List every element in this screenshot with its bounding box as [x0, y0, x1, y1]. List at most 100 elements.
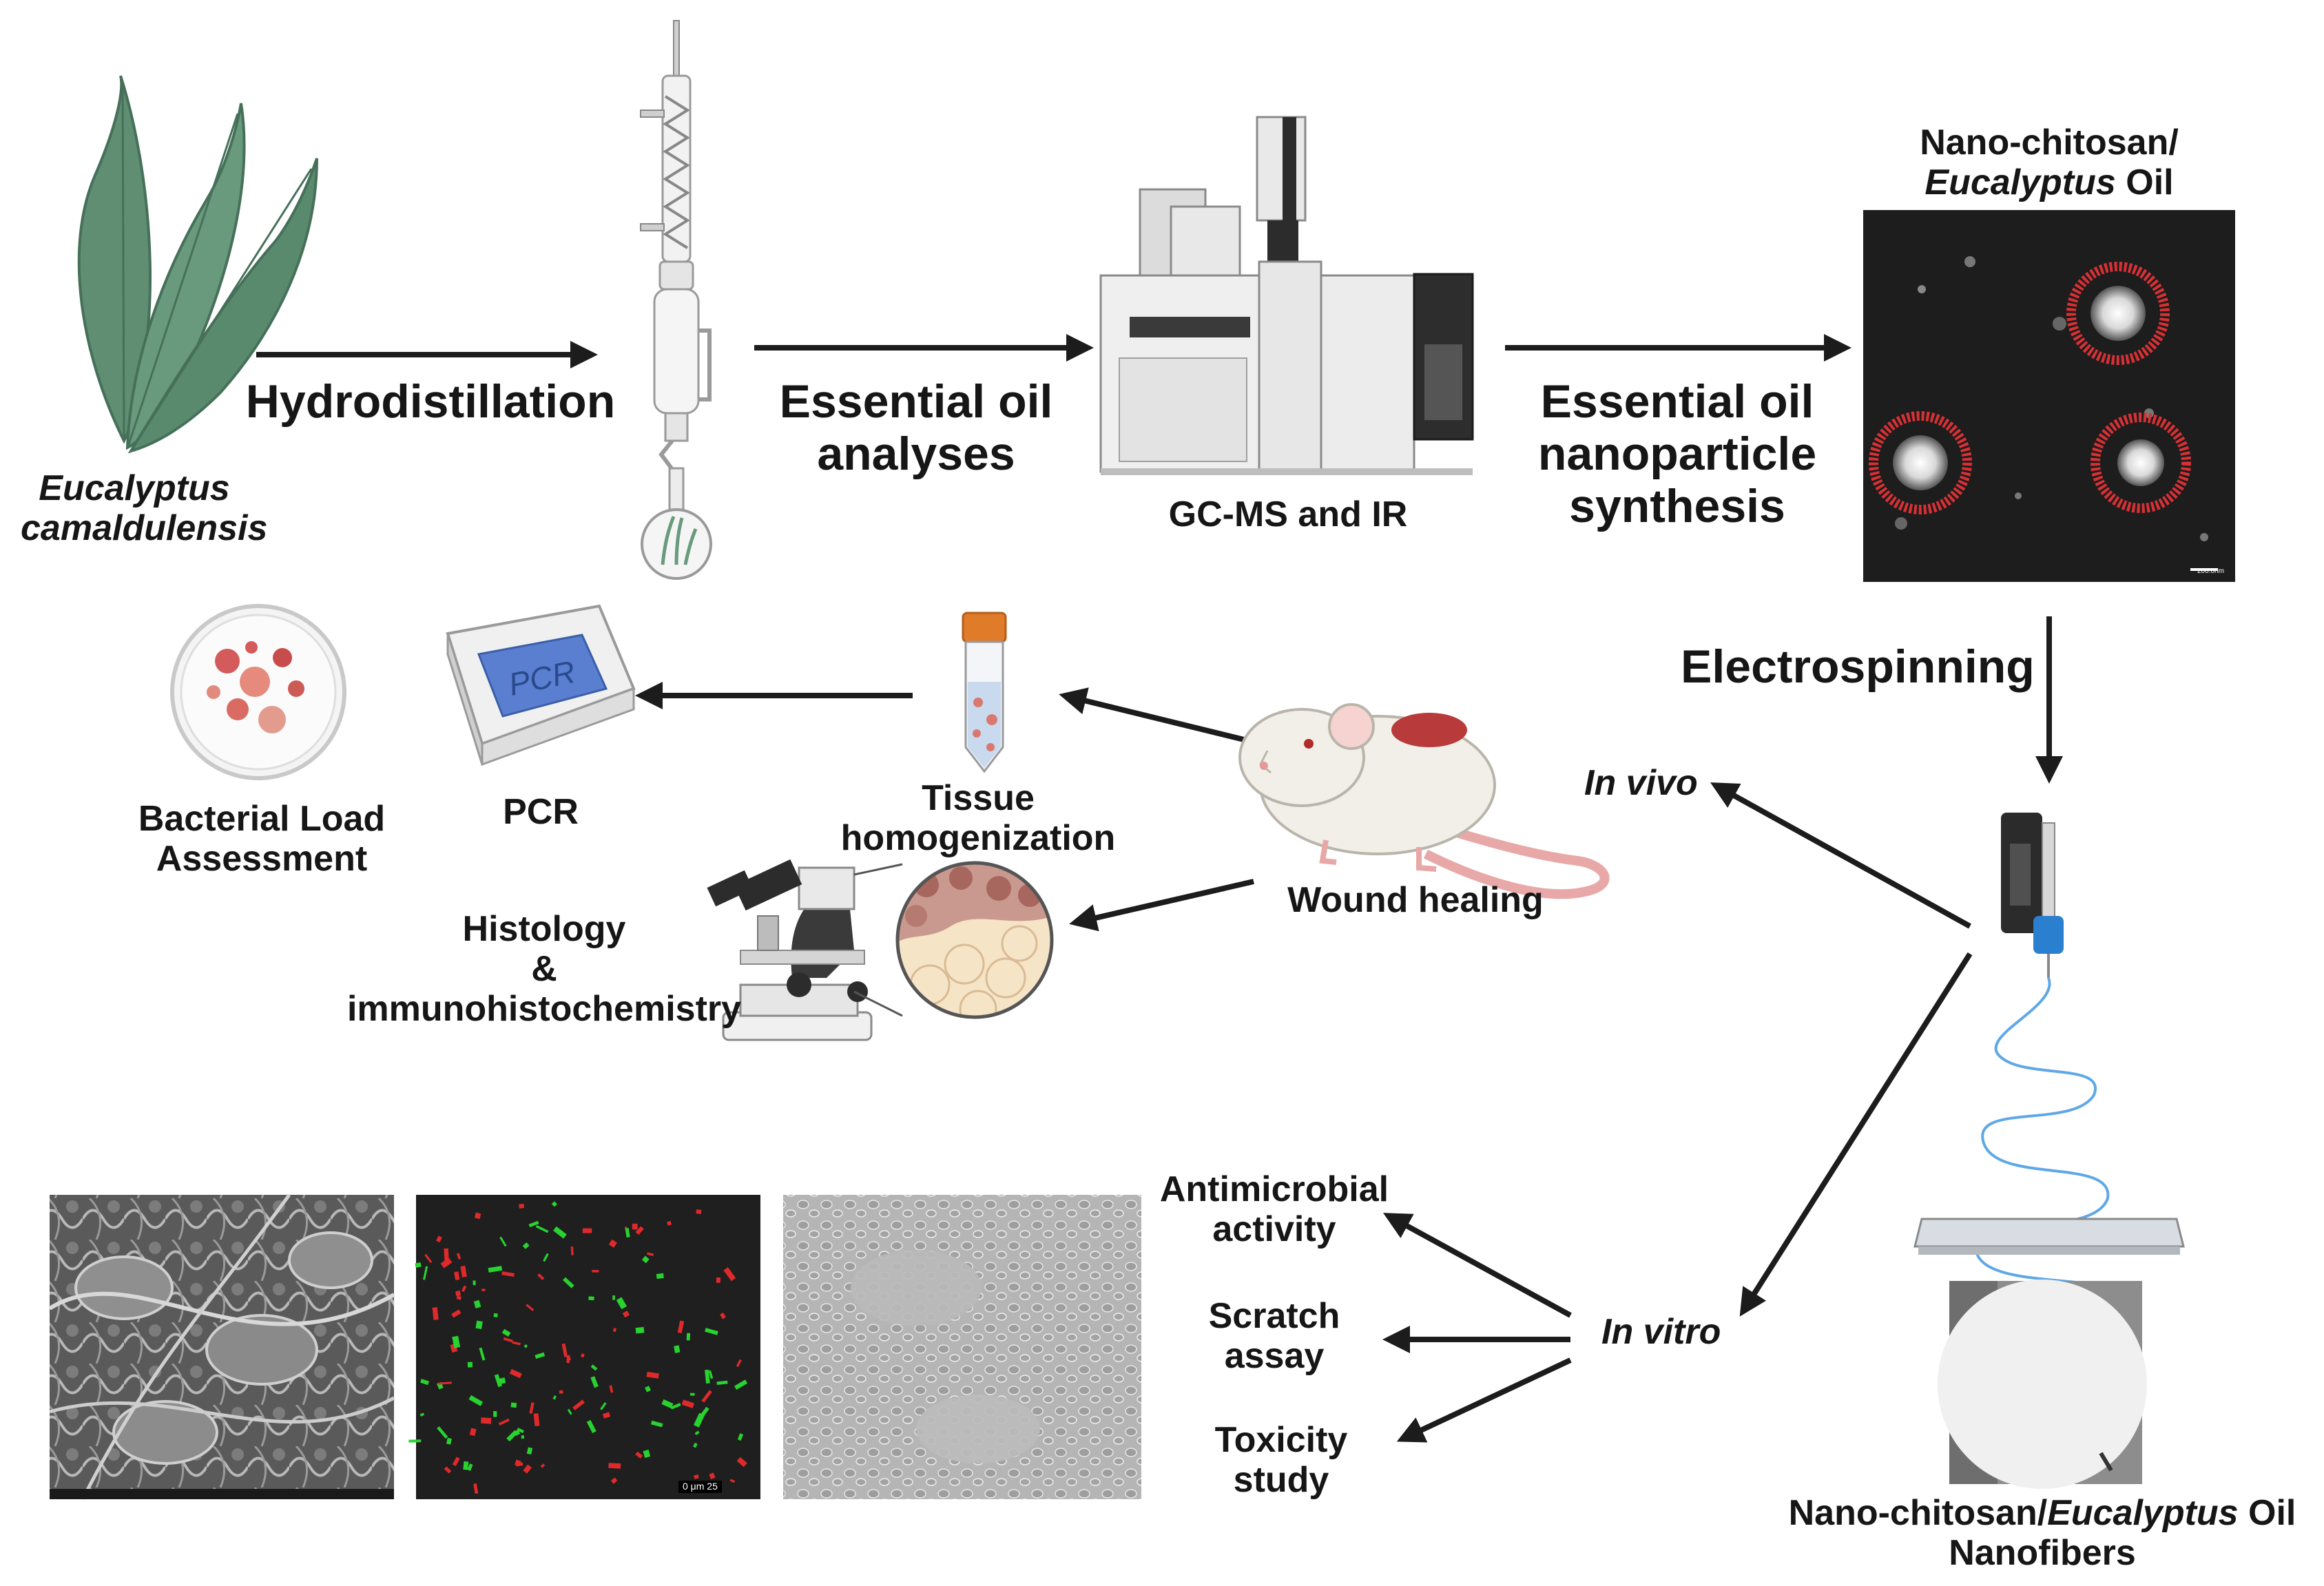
histology-label-line2: &: [531, 949, 557, 990]
arrow-in-vivo: [1710, 782, 1971, 929]
stained-cell: [647, 1252, 654, 1257]
stained-cell: [526, 1447, 533, 1455]
nanoparticle-title-line2: Eucalyptus Oil: [1863, 163, 2235, 202]
stained-cell: [734, 1379, 748, 1390]
stained-cell: [616, 1297, 627, 1310]
nanofibers-label-line1: Nano-chitosan/Eucalyptus Oil: [1763, 1493, 2321, 1533]
stained-cell: [461, 1285, 467, 1293]
electrospinning-device-icon: [1913, 813, 2185, 1350]
stained-cell: [510, 1402, 517, 1408]
gcms-label: GC-MS and IR: [1168, 494, 1408, 534]
stained-cell: [689, 1392, 695, 1396]
stained-cell: [705, 1369, 710, 1384]
stained-cell: [456, 1295, 462, 1300]
stained-cell: [415, 1262, 422, 1268]
stained-cell: [522, 1242, 530, 1249]
toxicity-label-line1: Toxicity: [1214, 1420, 1348, 1460]
mouse-icon: [1238, 703, 1610, 899]
stained-cell: [670, 1403, 681, 1410]
stained-cell: [696, 1209, 702, 1214]
stained-cell: [537, 1273, 545, 1280]
stained-cell: [523, 1464, 532, 1474]
microscope-icon: [707, 859, 903, 1041]
stained-cell: [494, 1374, 502, 1388]
stained-cell: [526, 1304, 535, 1311]
histology-label-line1: Histology: [462, 909, 626, 949]
stained-cell: [693, 1442, 698, 1448]
stained-cell: [499, 1377, 506, 1384]
nanoparticle-tem-image: [1863, 210, 2235, 582]
stained-cell: [452, 1457, 460, 1467]
stained-cell: [451, 1309, 461, 1318]
stained-cell: [551, 1201, 557, 1207]
stained-cell: [488, 1266, 503, 1273]
arrow-histology: [1069, 879, 1254, 932]
stained-cell: [456, 1253, 461, 1260]
stained-cell: [515, 1462, 523, 1467]
stained-cell: [736, 1457, 747, 1468]
tissue-label-line2: homogenization: [840, 818, 1116, 859]
stained-cell: [481, 1417, 492, 1424]
eucalyptus-leaves-icon: [77, 75, 318, 454]
stained-cell: [716, 1277, 721, 1283]
stained-cell: [535, 1352, 546, 1359]
stained-cell: [625, 1228, 630, 1238]
stained-cell: [408, 1439, 422, 1443]
stained-cell: [612, 1328, 617, 1333]
nanofiber-photo: [1938, 1280, 2147, 1489]
toxicity-label-line2: study: [1233, 1460, 1329, 1501]
stained-cell: [552, 1395, 557, 1400]
species-label-epithet: camaldulensis: [21, 508, 268, 549]
stained-cell: [572, 1399, 585, 1410]
stained-cell: [588, 1296, 594, 1301]
stained-cell: [643, 1450, 651, 1459]
confocal-scale-label: 0 μm 25: [678, 1481, 722, 1493]
nanofibers-label: Nano-chitosan/Eucalyptus Oil Nanofibers: [1763, 1493, 2321, 1573]
stained-cell: [656, 1273, 664, 1280]
stained-cell: [608, 1239, 617, 1248]
petri-dish-icon: [170, 604, 346, 780]
stained-cell: [729, 1479, 736, 1483]
nanoparticle-title-italic: Eucalyptus: [1924, 163, 2116, 203]
in-vitro-label: In vitro: [1601, 1312, 1721, 1352]
stained-cell: [592, 1269, 599, 1273]
stained-cell: [608, 1463, 621, 1469]
stained-cell: [723, 1267, 736, 1282]
stained-cell: [469, 1428, 477, 1437]
stained-cell: [460, 1265, 467, 1277]
stained-cell: [590, 1376, 599, 1388]
species-label: Eucalyptus camaldulensis: [21, 468, 268, 549]
nanoparticle-3: [2090, 413, 2191, 513]
stained-cell: [737, 1433, 744, 1441]
stained-cell: [521, 1435, 524, 1439]
stained-cell: [493, 1313, 498, 1317]
stained-cell: [566, 1359, 570, 1364]
stained-cell: [437, 1426, 448, 1439]
stained-cell: [641, 1255, 650, 1264]
histology-label-line3: immunohistochemistry: [346, 989, 742, 1030]
stained-cell: [473, 1300, 481, 1308]
stained-cell: [635, 1226, 644, 1235]
stained-cell: [645, 1386, 651, 1392]
electrospinning-label: Electrospinning: [1681, 640, 2035, 693]
pcr-label: PCR: [503, 792, 579, 832]
stained-cell: [635, 1326, 645, 1334]
stained-cell: [716, 1380, 728, 1386]
stained-cell: [467, 1361, 473, 1368]
stained-cell: [552, 1226, 567, 1239]
toxicity-study-label: Toxicity study: [1178, 1420, 1384, 1500]
nanofibers-label-line2: Nanofibers: [1949, 1533, 2136, 1574]
stained-cell: [570, 1246, 574, 1255]
arrow-antimicrobial: [1382, 1213, 1572, 1318]
synthesis-label-line1: Essential oil: [1540, 375, 1814, 428]
stained-cell: [612, 1295, 616, 1300]
stained-cell: [512, 1341, 521, 1346]
stained-cell: [533, 1413, 540, 1427]
stained-cell: [501, 1271, 515, 1277]
analyses-label-line1: Essential oil: [779, 375, 1053, 428]
stained-cell: [503, 1337, 513, 1343]
stained-cell: [517, 1428, 524, 1434]
synthesis-label-line3: synthesis: [1569, 480, 1785, 533]
stained-cell: [622, 1311, 630, 1318]
